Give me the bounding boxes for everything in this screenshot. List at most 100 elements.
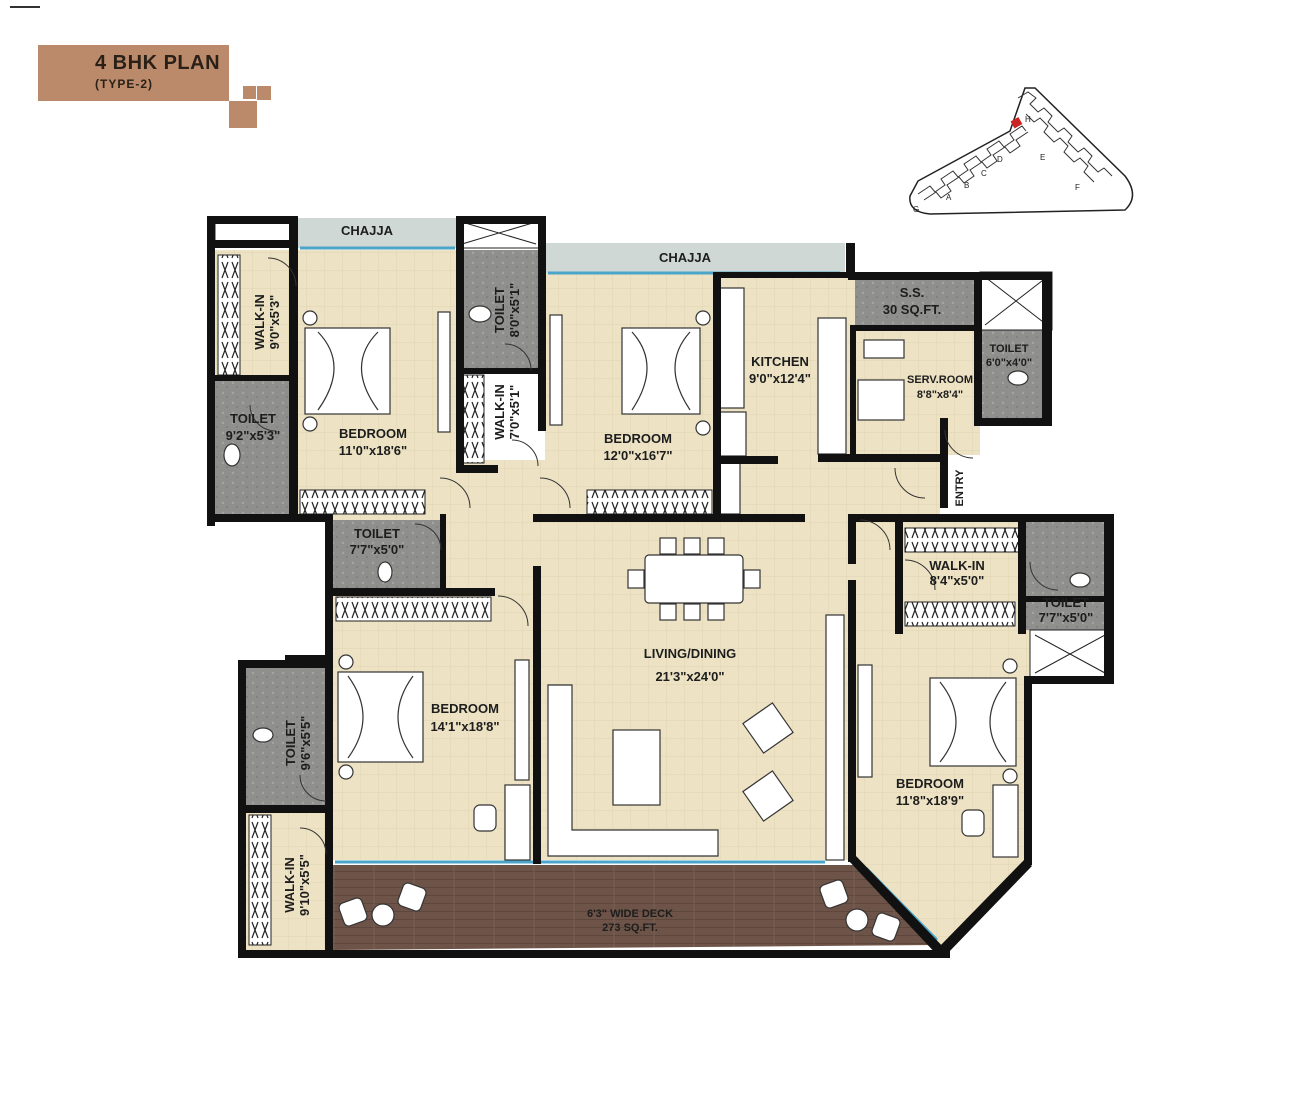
furniture xyxy=(223,287,1091,942)
toilet-4-tile xyxy=(1025,520,1110,630)
chajja-right-label: CHAJJA xyxy=(659,250,712,265)
wall xyxy=(207,216,215,526)
chair xyxy=(473,804,497,832)
kitchen-name: KITCHEN xyxy=(751,354,809,369)
wall xyxy=(325,588,333,953)
walkin-2-size: 7'0"x5'1" xyxy=(507,385,522,440)
door-swing xyxy=(539,477,571,509)
serv-room-size: 8'8"x8'4" xyxy=(917,389,963,401)
chair xyxy=(659,603,677,621)
door-swing xyxy=(299,774,327,802)
deck-chair xyxy=(397,882,427,912)
wall xyxy=(456,216,464,472)
deck-chair xyxy=(871,912,901,942)
wing-label-d: D xyxy=(997,155,1003,164)
bedroom-3-size: 14'1"x18'8" xyxy=(430,719,499,734)
door-swing xyxy=(439,477,471,509)
door-swing xyxy=(511,439,539,467)
plan-subtitle: (TYPE-2) xyxy=(95,77,154,91)
walkin-3-size: 8'4"x5'0" xyxy=(930,573,985,588)
toilet-3-size: 7'7"x5'0" xyxy=(350,542,405,557)
serv-room-name: SERV.ROOM xyxy=(907,374,973,386)
wall xyxy=(938,860,1032,955)
chair xyxy=(743,569,761,589)
wall xyxy=(1018,514,1026,634)
bed xyxy=(929,677,1017,767)
walkin-2-name: WALK-IN xyxy=(492,384,507,440)
chair xyxy=(683,537,701,555)
wall xyxy=(238,660,328,668)
wing-label-c: C xyxy=(981,169,987,178)
side-table xyxy=(695,310,711,326)
wall xyxy=(207,375,291,381)
chajja-left xyxy=(298,218,456,248)
coffee-table xyxy=(612,729,661,806)
wall xyxy=(456,465,498,473)
chair xyxy=(707,603,725,621)
duct-top-cross xyxy=(461,221,537,245)
wall xyxy=(538,216,546,431)
wardrobe xyxy=(248,814,272,946)
wardrobe xyxy=(904,601,1016,627)
side-table xyxy=(302,310,318,326)
bed xyxy=(337,671,424,763)
wall xyxy=(1024,676,1114,684)
wall xyxy=(850,325,980,331)
walkin-1-size: 9'0"x5'3" xyxy=(267,295,282,350)
toilet-2-size: 8'0"x5'1" xyxy=(507,283,522,338)
deck-size: 273 SQ.FT. xyxy=(602,922,658,934)
wall xyxy=(207,240,297,248)
wc xyxy=(1069,572,1091,588)
wall xyxy=(1024,680,1032,865)
wall xyxy=(285,655,325,667)
wall xyxy=(1024,596,1110,602)
wall xyxy=(848,514,1110,522)
side-table xyxy=(695,420,711,436)
bedroom-2-size: 12'0"x16'7" xyxy=(603,448,672,463)
deck-chair xyxy=(819,879,849,909)
wardrobe xyxy=(461,374,485,464)
serv-cabinet xyxy=(863,339,905,359)
wall xyxy=(713,272,721,462)
toilet-4-name: TOILET xyxy=(1043,595,1089,610)
bedroom-3-name: BEDROOM xyxy=(431,701,499,716)
wc xyxy=(252,727,274,743)
wall xyxy=(207,514,327,522)
side-table xyxy=(1002,658,1018,674)
shaft-cross xyxy=(984,276,1048,326)
walkin-4-size: 9'10"x5'5" xyxy=(297,854,312,916)
wardrobes xyxy=(217,254,1021,946)
door-swing xyxy=(267,257,297,287)
side-table xyxy=(338,764,354,780)
toilet-3-name: TOILET xyxy=(354,526,400,541)
wardrobe xyxy=(335,596,492,622)
wing-label-a: A xyxy=(946,193,952,202)
door-swings xyxy=(249,257,1059,855)
bedroom-4-name: BEDROOM xyxy=(896,776,964,791)
tv-unit xyxy=(825,614,845,861)
wc xyxy=(468,305,492,323)
bedroom-4-size: 11'8"x18'9" xyxy=(896,793,964,808)
walkin-3-name: WALK-IN xyxy=(929,558,985,573)
top-rule xyxy=(10,6,40,8)
wall xyxy=(713,456,778,464)
wall xyxy=(848,580,856,862)
wall xyxy=(289,216,298,516)
decor-square xyxy=(257,86,271,100)
wall xyxy=(456,216,544,224)
chair xyxy=(707,537,725,555)
wing-label-g: G xyxy=(913,205,919,214)
wardrobe xyxy=(586,489,713,515)
console xyxy=(437,311,451,433)
dining-table xyxy=(644,554,744,604)
serv-bed xyxy=(857,379,905,421)
toilet-1-size: 9'2"x5'3" xyxy=(226,428,281,443)
door-swing xyxy=(249,404,277,432)
toilet-2-name: TOILET xyxy=(492,287,507,333)
wc xyxy=(1007,370,1029,386)
wall xyxy=(974,418,1052,426)
wall xyxy=(456,368,546,374)
wall xyxy=(325,514,333,592)
deck-floor xyxy=(333,865,940,950)
